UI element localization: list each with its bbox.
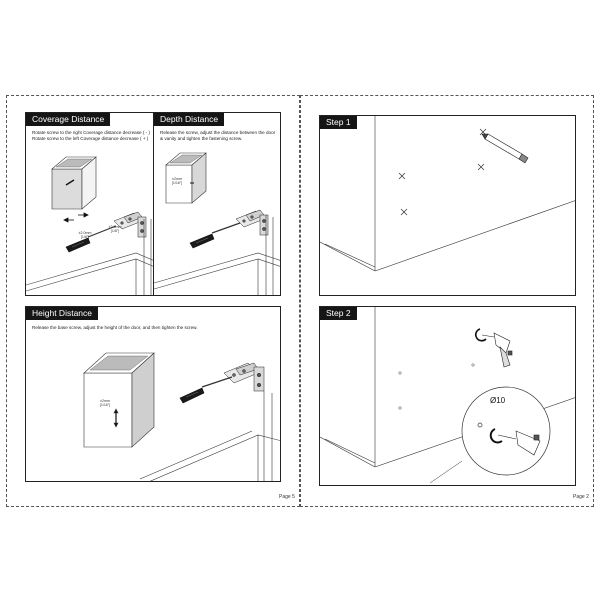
step-2-illustration: [320, 307, 575, 484]
left-manual-page: Coverage Distance Rotate screw to the ri…: [6, 95, 300, 507]
depth-measure: ±2mm [1/16"]: [171, 177, 183, 186]
step-2-panel: Step 2: [319, 306, 576, 486]
adjust-arrows: [63, 212, 89, 223]
step-1-panel: Step 1: [319, 115, 576, 296]
screwdriver-drawing: [65, 225, 117, 253]
drill-top-drawing: [474, 328, 513, 368]
coverage-distance-title: Coverage Distance: [26, 113, 111, 126]
height-distance-instructions: Release the base screw, adjust the heigh…: [32, 325, 198, 330]
height-distance-panel: Height Distance Release the base screw, …: [25, 306, 281, 482]
pencil-drawing: [481, 133, 529, 164]
screwdriver-drawing: [179, 376, 233, 404]
right-page-number: Page 2: [573, 494, 589, 500]
drill-size-label: Ø10: [490, 396, 506, 405]
drill-zoom-drawing: [489, 428, 541, 456]
coverage-distance-instructions: Rotate screw to the right Coverage dista…: [32, 130, 150, 141]
coverage-measure-a: ±2.0mm [1/8"]: [78, 231, 92, 240]
screwdriver-drawing: [189, 222, 241, 249]
countertop-drawing: [26, 219, 153, 295]
magnifier-circle: [429, 386, 551, 484]
drilled-holes: [398, 363, 475, 410]
height-distance-title: Height Distance: [26, 307, 99, 320]
hinge-drawing: [113, 211, 147, 238]
depth-distance-panel: Depth Distance Release the screw, adjust…: [153, 112, 281, 296]
depth-distance-title: Depth Distance: [154, 113, 225, 126]
cabinet-drawing: [51, 156, 97, 210]
coverage-distance-illustration: [26, 156, 153, 295]
depth-distance-illustration: [154, 152, 280, 295]
coverage-distance-panel: Coverage Distance Rotate screw to the ri…: [25, 112, 154, 296]
step-1-illustration: [320, 116, 575, 272]
wall-lines: [320, 116, 575, 272]
step-1-title: Step 1: [320, 116, 357, 129]
step-2-title: Step 2: [320, 307, 357, 320]
height-measure: ±2mm [1/16"]: [99, 399, 111, 408]
cabinet-drawing: [83, 352, 155, 448]
left-page-number: Page 5: [279, 494, 295, 500]
height-distance-illustration: [83, 352, 280, 481]
coverage-measure-b: ±2.0mm [1/8"]: [108, 225, 122, 234]
depth-distance-instructions: Release the screw, adjust the distance b…: [160, 130, 276, 141]
countertop-drawing: [154, 215, 280, 295]
mark-crosses: [398, 128, 487, 216]
cabinet-drawing: [165, 152, 207, 204]
hinge-drawing: [235, 209, 269, 236]
hinge-drawing: [223, 362, 265, 392]
countertop-drawing: [139, 391, 280, 481]
right-manual-page: Step 1 Step 2: [300, 95, 594, 507]
